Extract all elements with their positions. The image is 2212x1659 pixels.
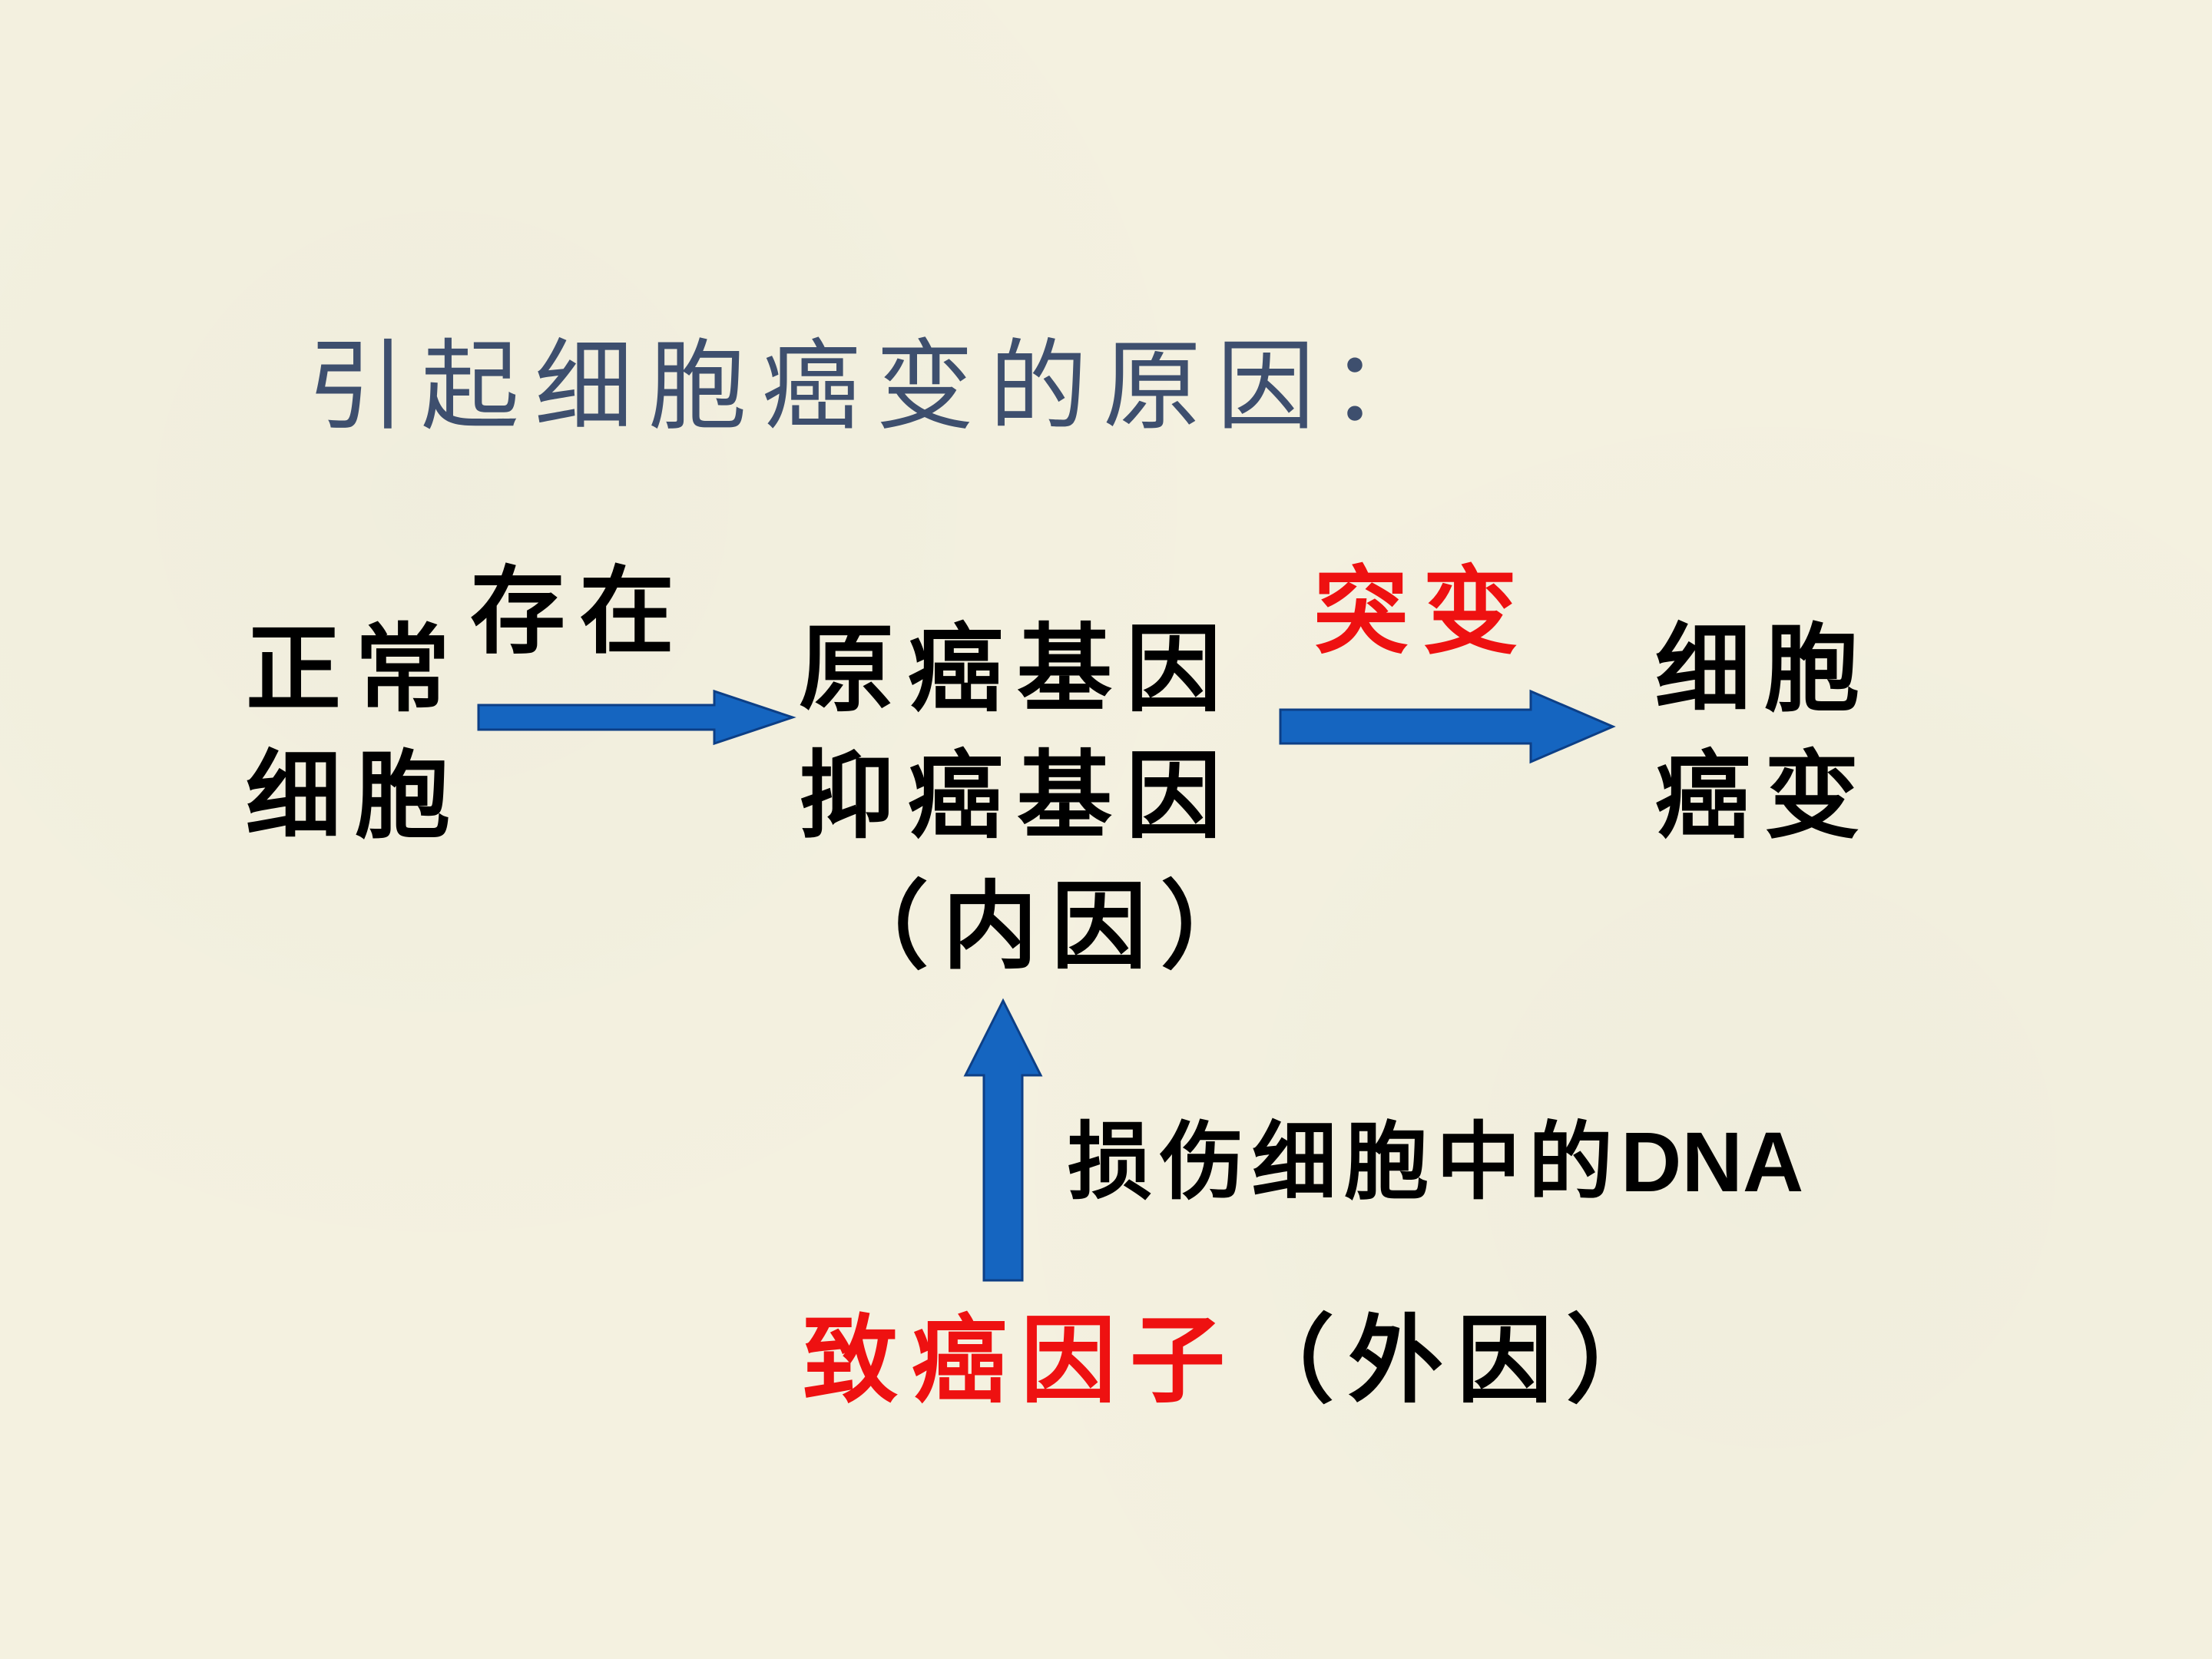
damage-dna-label-cn: 损伤细胞中的 (1068, 1112, 1621, 1211)
diagram-title: 引起细胞癌变的原因： (307, 329, 1445, 444)
exist-label: 存在 (470, 556, 689, 667)
mutation-label: 突变 (1313, 556, 1532, 667)
carcinogen-red-text: 致癌因子 (803, 1305, 1240, 1416)
arrow-damage-dna (963, 998, 1043, 1282)
proto-oncogene-label: 原癌基因 (799, 614, 1236, 725)
tumor-suppressor-gene-label: 抑癌基因 (799, 740, 1236, 852)
internal-factor-label: （内因） (833, 871, 1270, 982)
external-factor-text: （外因） (1239, 1305, 1676, 1416)
carcinogen-label: 致癌因子（外因） (803, 1313, 1675, 1409)
arrow-exist (477, 689, 796, 746)
arrow-mutation (1279, 689, 1616, 764)
cancer-cell-line1: 细胞 (1655, 614, 1874, 725)
damage-dna-label-en: DNA (1621, 1115, 1804, 1210)
normal-cell-line1: 正常 (246, 614, 465, 725)
normal-cell-line2: 细胞 (246, 740, 465, 852)
damage-dna-label: 损伤细胞中的DNA (1068, 1120, 1803, 1205)
cancer-cell-line2: 癌变 (1655, 740, 1874, 852)
